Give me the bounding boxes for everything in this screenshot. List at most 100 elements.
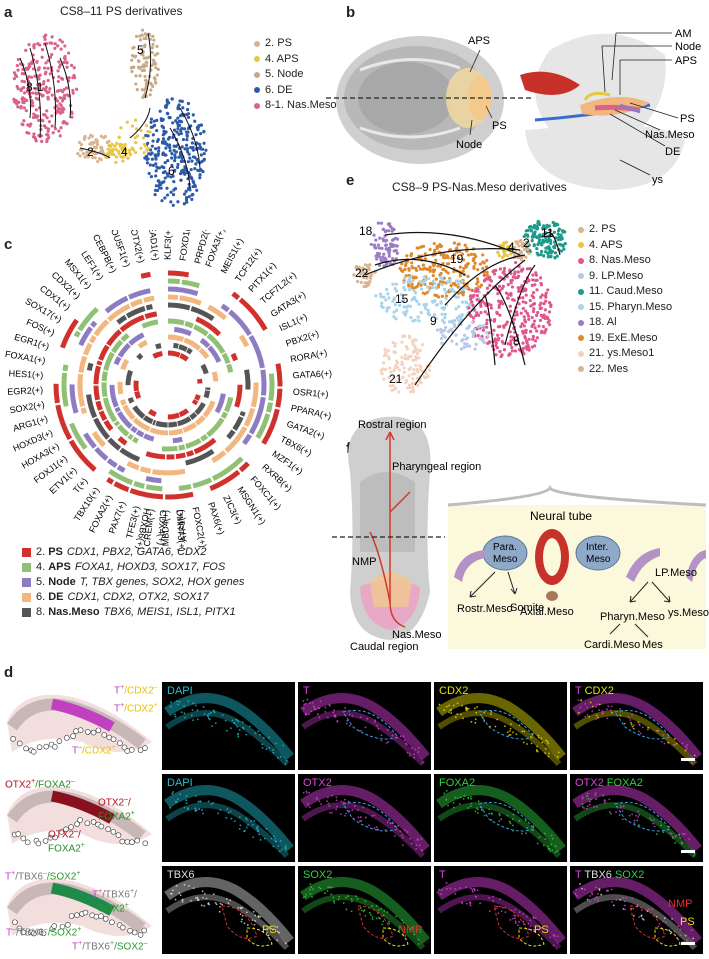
- cell-signal: [404, 740, 406, 742]
- circos-segment: [72, 384, 76, 412]
- scatter-point: [82, 152, 85, 155]
- cell-signal: [254, 924, 256, 926]
- scatter-point: [502, 324, 505, 327]
- scatter-point: [443, 329, 446, 332]
- scatter-point: [562, 245, 565, 248]
- legend-swatch: [578, 335, 584, 341]
- cell-signal: [638, 731, 640, 733]
- stain-label: T: [303, 685, 310, 697]
- scatter-point: [446, 262, 449, 265]
- cell-signal: [378, 909, 380, 911]
- cell-signal: [268, 737, 270, 739]
- scatter-point: [183, 127, 186, 130]
- velocity-arrow: [130, 108, 150, 138]
- scatter-point: [485, 259, 488, 262]
- cell-signal: [226, 808, 228, 810]
- circos-segment: [168, 321, 184, 323]
- cell-signal: [260, 839, 262, 841]
- scatter-point: [403, 288, 406, 291]
- cell-signal: [554, 851, 556, 853]
- f-somite: Somite: [510, 602, 544, 614]
- scatter-point: [166, 193, 169, 196]
- cell-signal: [203, 706, 205, 708]
- stain-label: TBX6: [167, 869, 195, 881]
- scatter-point: [544, 330, 547, 333]
- micrograph-label: OTX2: [303, 777, 332, 789]
- circos-segment: [104, 382, 105, 396]
- scale-bar: [681, 850, 695, 853]
- cell-signal: [347, 895, 349, 897]
- cell-signal: [453, 807, 455, 809]
- cell-signal: [675, 835, 677, 837]
- scatter-point: [146, 149, 149, 152]
- scatter-point: [152, 164, 155, 167]
- cell-signal: [536, 746, 538, 748]
- micrograph-row1-0: DAPI: [162, 682, 295, 770]
- scatter-point: [384, 298, 387, 301]
- micrograph-row2-0: DAPI: [162, 774, 295, 862]
- scatter-point: [31, 104, 34, 107]
- cell-signal: [595, 706, 597, 708]
- scatter-point: [56, 44, 59, 47]
- scatter-point: [164, 176, 167, 179]
- stain-label: DAPI: [167, 685, 193, 697]
- scatter-point: [527, 338, 530, 341]
- scatter-point: [177, 156, 180, 159]
- scatter-point: [94, 138, 97, 141]
- cell-signal: [545, 739, 547, 741]
- schematic-cell: [16, 831, 21, 836]
- scatter-point: [190, 198, 193, 201]
- circos-segment: [168, 289, 198, 294]
- schematic-panel-f: Rostral region Pharyngeal region NMP Nas…: [330, 402, 709, 654]
- scatter-point: [403, 371, 406, 374]
- circos-segment: [191, 414, 196, 418]
- cell-signal: [418, 747, 420, 749]
- scatter-point: [413, 345, 416, 348]
- cell-signal: [584, 703, 586, 705]
- cell-signal: [470, 805, 472, 807]
- scatter-point: [402, 281, 405, 284]
- d-schematic-label: T+/CDX2–: [114, 684, 158, 696]
- scatter-point: [170, 97, 173, 100]
- scatter-point: [407, 284, 410, 287]
- scatter-point: [154, 193, 157, 196]
- cell-signal: [685, 935, 687, 937]
- cell-signal: [206, 898, 208, 900]
- scatter-point: [378, 237, 381, 240]
- cell-signal: [352, 715, 354, 717]
- scatter-point: [419, 280, 422, 283]
- circos-segment: [137, 392, 139, 399]
- cell-signal: [620, 805, 622, 807]
- cell-signal: [371, 815, 373, 817]
- scatter-point: [151, 43, 154, 46]
- scatter-point: [187, 116, 190, 119]
- cell-signal: [320, 803, 322, 805]
- cell-signal: [470, 721, 472, 723]
- cell-signal: [371, 905, 373, 907]
- circos-segment: [118, 467, 124, 471]
- cell-signal: [514, 915, 516, 917]
- scatter-point: [521, 296, 524, 299]
- circos-segment: [106, 421, 112, 429]
- d-label-part: /: [134, 889, 137, 900]
- scatter-point: [527, 279, 530, 282]
- cell-signal: [305, 703, 307, 705]
- scatter-point: [465, 345, 468, 348]
- cell-signal: [345, 897, 347, 899]
- scatter-point: [457, 295, 460, 298]
- scatter-point: [19, 106, 22, 109]
- cell-signal: [312, 702, 314, 704]
- legend-swatch: [578, 320, 584, 326]
- schematic-cell: [24, 746, 29, 751]
- cell-signal: [263, 737, 265, 739]
- scatter-point: [395, 249, 398, 252]
- scatter-point: [474, 262, 477, 265]
- cell-signal: [338, 899, 340, 901]
- scatter-point: [409, 316, 412, 319]
- scatter-point: [394, 364, 397, 367]
- scatter-point: [137, 60, 140, 63]
- d-schematic-label: FOXA2+: [98, 810, 135, 822]
- scatter-point: [154, 174, 157, 177]
- circos-segment: [229, 364, 231, 372]
- scatter-point: [549, 305, 552, 308]
